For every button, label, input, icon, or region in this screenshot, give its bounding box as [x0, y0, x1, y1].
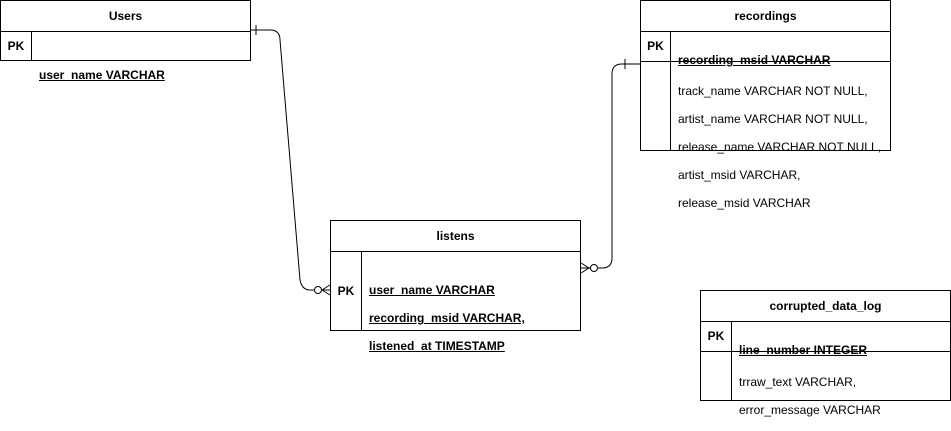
key-spacer: [641, 62, 671, 150]
pk-attribute: listened_at TIMESTAMP: [369, 339, 505, 353]
relationship-canvas: [250, 25, 640, 296]
attribute: artist_name VARCHAR NOT NULL,: [678, 112, 868, 126]
attributes: track_name VARCHAR NOT NULL, artist_name…: [671, 62, 881, 210]
pk-attribute: user_name VARCHAR: [369, 283, 495, 297]
pk-label: PK: [641, 32, 671, 61]
key-spacer: [701, 352, 732, 400]
attribute: error_message VARCHAR: [739, 403, 881, 417]
attribute: trraw_text VARCHAR,: [739, 375, 857, 389]
entity-title: corrupted_data_log: [701, 291, 950, 322]
pk-label: PK: [1, 32, 32, 61]
entity-recordings[interactable]: recordings PK recording_msid VARCHAR tra…: [640, 0, 891, 210]
entity-title: recordings: [641, 1, 890, 32]
entity-corrupted-data-log[interactable]: corrupted_data_log PK line_number INTEGE…: [700, 290, 951, 417]
pk-attribute: line_number INTEGER: [739, 343, 868, 357]
pk-attributes: recording_msid VARCHAR: [671, 32, 830, 67]
listens-many-marker-recordings: [580, 262, 590, 274]
listens-zero-marker-recordings: [590, 264, 598, 272]
entity-title: listens: [331, 221, 580, 252]
pk-attribute: recording_msid VARCHAR: [678, 53, 831, 67]
pk-attribute: recording_msid VARCHAR,: [369, 311, 525, 325]
relationship-recordings-listens: [581, 63, 640, 269]
entity-title: Users: [1, 1, 250, 32]
attribute: artist_msid VARCHAR,: [678, 168, 801, 182]
pk-label: PK: [701, 322, 732, 351]
relationship-users-listens: [250, 29, 330, 291]
pk-attributes: user_name VARCHAR: [32, 32, 165, 82]
pk-attribute: user_name VARCHAR: [39, 68, 165, 82]
pk-label: PK: [331, 252, 362, 330]
attribute: track_name VARCHAR NOT NULL,: [678, 84, 868, 98]
entity-users[interactable]: Users PK user_name VARCHAR: [0, 0, 251, 82]
attributes: trraw_text VARCHAR, error_message VARCHA…: [732, 352, 881, 417]
attribute: release_msid VARCHAR: [678, 196, 811, 210]
pk-attributes: user_name VARCHAR recording_msid VARCHAR…: [362, 252, 525, 353]
listens-many-marker-users: [321, 284, 331, 296]
pk-attributes: line_number INTEGER: [732, 322, 867, 357]
listens-zero-marker-users: [314, 286, 322, 294]
attribute: release_name VARCHAR NOT NULL,: [678, 140, 881, 154]
entity-listens[interactable]: listens PK user_name VARCHAR recording_m…: [330, 220, 581, 353]
